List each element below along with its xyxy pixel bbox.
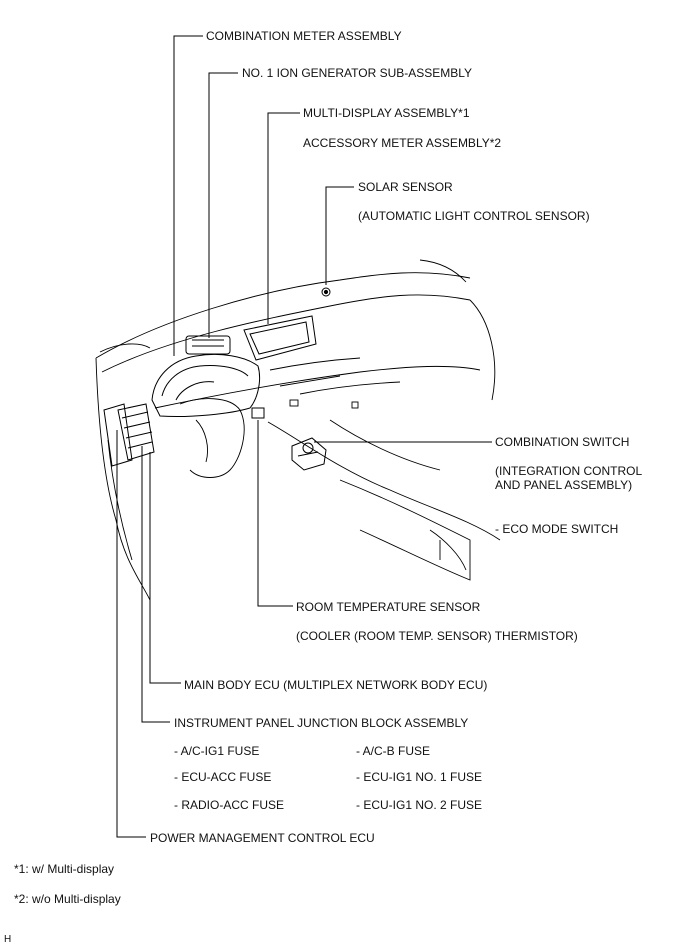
multi-display-shape xyxy=(243,315,317,361)
fuse-item: - A/C-IG1 FUSE xyxy=(174,744,260,758)
combination-switch-sub-label: (INTEGRATION CONTROL AND PANEL ASSEMBLY) xyxy=(495,464,643,492)
fuse-item: - A/C-B FUSE xyxy=(356,744,431,758)
power-mgmt-ecu-label: POWER MANAGEMENT CONTROL ECU xyxy=(150,831,375,845)
fuse-item: - ECU-IG1 NO. 1 FUSE xyxy=(356,770,483,784)
solar-sensor-label: SOLAR SENSOR xyxy=(358,180,453,194)
fuse-item: - ECU-IG1 NO. 2 FUSE xyxy=(356,798,483,812)
ion-generator-shape xyxy=(185,335,231,355)
main-body-ecu-label: MAIN BODY ECU (MULTIPLEX NETWORK BODY EC… xyxy=(184,678,488,692)
junction-block-shape xyxy=(103,403,155,467)
figure-id: H xyxy=(4,934,12,945)
ip-junction-block-label: INSTRUMENT PANEL JUNCTION BLOCK ASSEMBLY xyxy=(174,716,469,730)
footnote: *2: w/o Multi-display xyxy=(14,892,121,906)
combination-switch-label: COMBINATION SWITCH xyxy=(495,435,630,449)
footnote: *1: w/ Multi-display xyxy=(14,862,115,876)
combination-switch-shape xyxy=(291,437,327,471)
fuse-item: - RADIO-ACC FUSE xyxy=(174,798,285,812)
room-temp-sensor-shape xyxy=(251,407,265,419)
accessory-meter-label: ACCESSORY METER ASSEMBLY*2 xyxy=(303,136,502,150)
combination-meter-label: COMBINATION METER ASSEMBLY xyxy=(206,29,402,43)
room-temp-sensor-sub-label: (COOLER (ROOM TEMP. SENSOR) THERMISTOR) xyxy=(296,629,578,643)
solar-sensor-shape xyxy=(321,287,331,297)
multi-display-label: MULTI-DISPLAY ASSEMBLY*1 xyxy=(303,106,470,120)
dashboard-outline xyxy=(95,259,501,601)
fuse-item: - ECU-ACC FUSE xyxy=(174,770,272,784)
leader-lines xyxy=(116,35,492,838)
combination-meter-shape xyxy=(151,353,261,418)
room-temp-sensor-label: ROOM TEMPERATURE SENSOR xyxy=(296,600,481,614)
solar-sensor-sub-label: (AUTOMATIC LIGHT CONTROL SENSOR) xyxy=(358,209,590,223)
ion-generator-label: NO. 1 ION GENERATOR SUB-ASSEMBLY xyxy=(242,66,473,80)
eco-mode-switch-label: - ECO MODE SWITCH xyxy=(495,522,619,536)
